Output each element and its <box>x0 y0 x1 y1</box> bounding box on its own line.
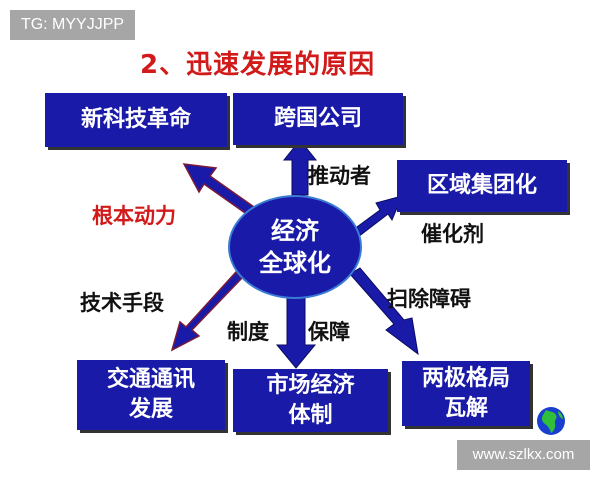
label-clear-obstacles: 扫除障碍 <box>387 287 471 311</box>
box-bipolar-line2: 瓦解 <box>443 395 488 421</box>
globe-icon <box>537 407 565 435</box>
box-market-line2: 体制 <box>288 402 333 428</box>
box-market-line1: 市场经济 <box>266 372 355 398</box>
label-fundamental-force: 根本动力 <box>92 204 176 228</box>
label-catalyst: 催化剂 <box>421 222 484 246</box>
box-bipolar: 两极格局 瓦解 <box>402 361 530 426</box>
center-line2: 全球化 <box>259 249 331 277</box>
arrow-to-market <box>275 294 317 369</box>
box-multinational-label: 跨国公司 <box>273 106 362 131</box>
box-market: 市场经济 体制 <box>233 369 388 432</box>
tg-tag: TG: MYYJJPP <box>10 10 135 40</box>
box-transport-line2: 发展 <box>128 397 173 422</box>
box-transport-line1: 交通通讯 <box>106 367 195 392</box>
arrow-to-tech-revolution <box>182 163 256 217</box>
label-promoter: 推动者 <box>308 164 371 188</box>
box-tech-revolution: 新科技革命 <box>45 93 227 147</box>
center-circle: 经济 全球化 <box>228 195 362 299</box>
box-multinational: 跨国公司 <box>233 93 403 145</box>
arrow-to-bipolar <box>349 267 419 356</box>
arrow-to-transport <box>170 270 244 352</box>
watermark: www.szlkx.com <box>457 440 590 470</box>
box-transport: 交通通讯 发展 <box>77 360 225 430</box>
label-guarantee: 保障 <box>308 320 350 344</box>
center-line1: 经济 <box>271 217 319 245</box>
box-bipolar-line1: 两极格局 <box>421 365 510 391</box>
box-regional-label: 区域集团化 <box>426 173 537 198</box>
box-tech-revolution-label: 新科技革命 <box>80 107 191 132</box>
page-title: 2、迅速发展的原因 <box>140 50 376 80</box>
box-regional: 区域集团化 <box>397 160 567 212</box>
arrow-to-multinational <box>282 139 318 196</box>
label-tech-means: 技术手段 <box>80 291 164 315</box>
label-institution: 制度 <box>227 320 269 344</box>
